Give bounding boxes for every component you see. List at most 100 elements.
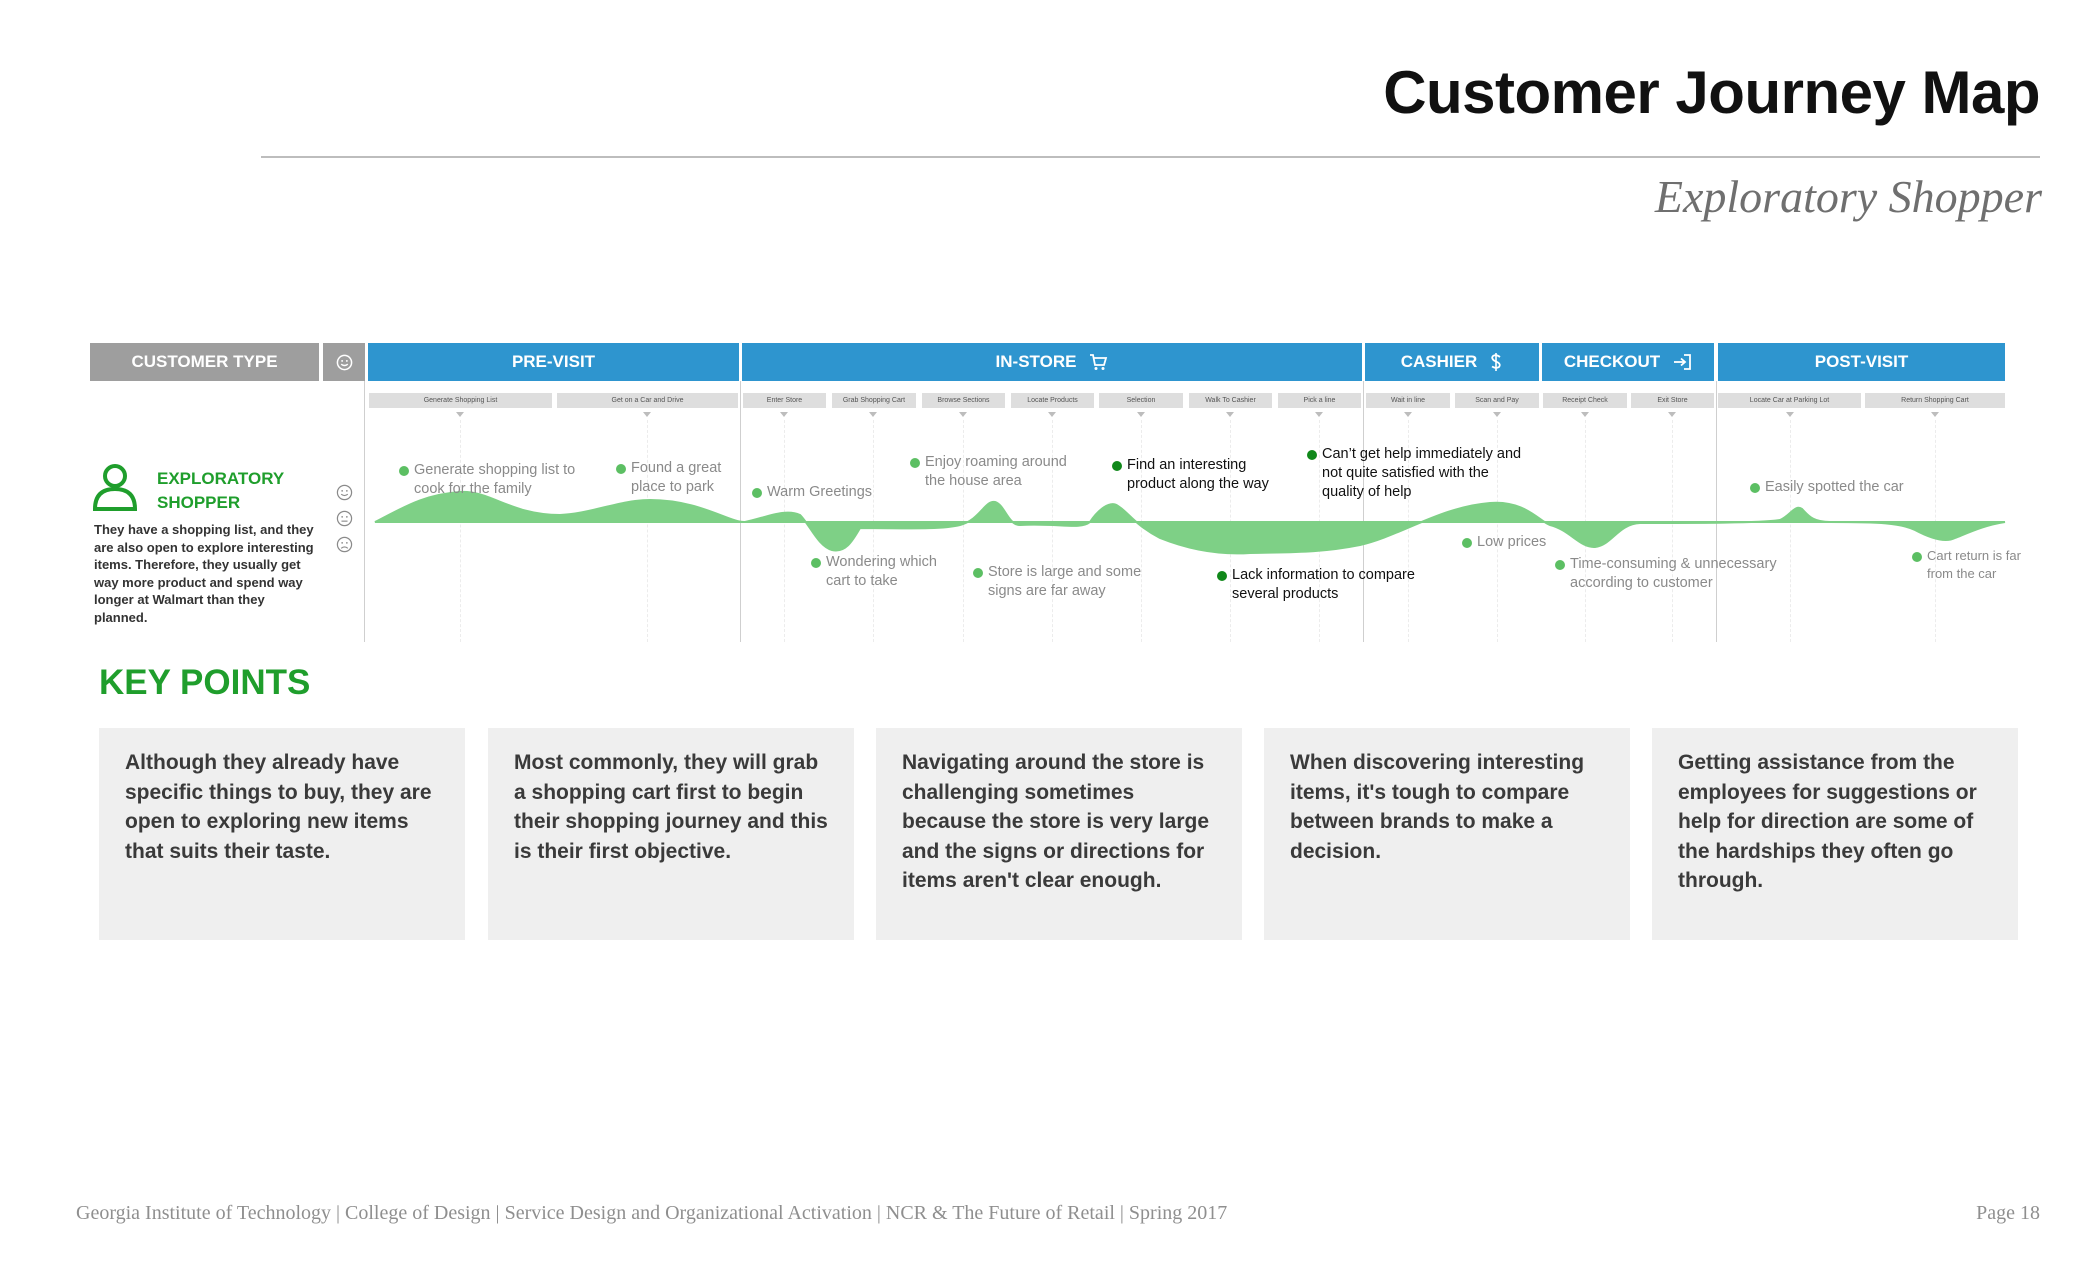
- exit-icon: [1674, 354, 1692, 370]
- page-number: Page 18: [1976, 1202, 2040, 1224]
- step-label: Grab Shopping Cart: [832, 393, 916, 408]
- header-checkout: CHECKOUT: [1542, 343, 1714, 381]
- key-points-title: KEY POINTS: [99, 663, 311, 702]
- step-arrow: [1931, 412, 1939, 417]
- note-text: Enjoy roaming around the house area: [925, 454, 1067, 489]
- step-arrow: [869, 412, 877, 417]
- header-pre-visit-label: PRE-VISIT: [511, 352, 596, 371]
- note-text: Store is large and some signs are far aw…: [988, 564, 1142, 599]
- step-label: Locate Car at Parking Lot: [1718, 393, 1861, 408]
- step-arrow: [456, 412, 464, 417]
- step-arrow: [1581, 412, 1589, 417]
- journey-note: Cart return is far from the car: [1912, 547, 2037, 583]
- key-point-card: Although they already have specific thin…: [99, 728, 465, 940]
- journey-note: Easily spotted the car: [1750, 478, 1965, 497]
- persona-name-line2: SHOPPER: [157, 493, 241, 512]
- header-post-visit: POST-VISIT: [1718, 343, 2005, 381]
- persona-description: They have a shopping list, and they are …: [94, 522, 314, 625]
- sad-face-icon: [336, 536, 353, 553]
- step-arrow: [1315, 412, 1323, 417]
- note-dot: [1750, 483, 1760, 493]
- key-point-card: Getting assistance from the employees fo…: [1652, 728, 2018, 940]
- step-label: Generate Shopping List: [369, 393, 552, 408]
- step-arrow: [959, 412, 967, 417]
- step-arrow: [1493, 412, 1501, 417]
- persona-name-line1: EXPLORATORY: [157, 469, 285, 488]
- note-text: Wondering which cart to take: [826, 554, 937, 589]
- step-label: Locate Products: [1011, 393, 1094, 408]
- journey-note: Enjoy roaming around the house area: [910, 453, 1080, 491]
- title-divider: [261, 156, 2040, 158]
- key-point-card: When discovering interesting items, it's…: [1264, 728, 1630, 940]
- journey-note: Found a great place to park: [616, 459, 749, 497]
- journey-note: Wondering which cart to take: [811, 553, 956, 591]
- step-label: Exit Store: [1631, 393, 1714, 408]
- guide-line: [460, 420, 461, 642]
- header-checkout-label: CHECKOUT: [1563, 352, 1661, 371]
- note-text: Cart return is far from the car: [1927, 548, 2021, 581]
- header-cashier-label: CASHIER: [1400, 352, 1478, 371]
- note-text: Lack information to compare several prod…: [1232, 567, 1415, 602]
- person-icon: [92, 464, 138, 511]
- step-label: Wait in line: [1366, 393, 1450, 408]
- note-text: Generate shopping list to cook for the f…: [414, 462, 576, 497]
- journey-note: Find an interesting product along the wa…: [1112, 456, 1292, 494]
- note-text: Easily spotted the car: [1765, 479, 1904, 495]
- step-label: Selection: [1099, 393, 1183, 408]
- guide-line: [1585, 420, 1586, 642]
- note-dot: [399, 466, 409, 476]
- header-in-store-label: IN-STORE: [995, 352, 1077, 371]
- note-dot: [1307, 450, 1317, 460]
- dollar-icon: [1491, 353, 1501, 371]
- key-point-card: Navigating around the store is challengi…: [876, 728, 1242, 940]
- page-subtitle: Exploratory Shopper: [1654, 171, 2042, 222]
- note-dot: [616, 464, 626, 474]
- step-arrow: [1048, 412, 1056, 417]
- note-dot: [973, 568, 983, 578]
- step-arrow: [780, 412, 788, 417]
- step-label: Browse Sections: [922, 393, 1005, 408]
- shopping-cart-icon: [1090, 354, 1108, 370]
- persona-name: EXPLORATORY SHOPPER: [157, 467, 317, 515]
- neutral-face-icon: [336, 510, 353, 527]
- step-arrow: [643, 412, 651, 417]
- happy-face-icon: [336, 484, 353, 501]
- step-label: Walk To Cashier: [1189, 393, 1272, 408]
- step-arrow: [1786, 412, 1794, 417]
- step-arrow: [1226, 412, 1234, 417]
- note-dot: [1217, 571, 1227, 581]
- step-label: Return Shopping Cart: [1865, 393, 2005, 408]
- note-dot: [910, 458, 920, 468]
- journey-note: Can’t get help immediately and not quite…: [1307, 445, 1527, 502]
- journey-note: Time-consuming & unnecessary according t…: [1555, 555, 1800, 593]
- guide-line: [1230, 420, 1231, 642]
- note-text: Find an interesting product along the wa…: [1127, 457, 1269, 492]
- key-point-card: Most commonly, they will grab a shopping…: [488, 728, 854, 940]
- step-arrow: [1137, 412, 1145, 417]
- journey-note: Warm Greetings: [752, 483, 907, 502]
- guide-line: [1319, 420, 1320, 642]
- guide-line: [784, 420, 785, 642]
- page-title: Customer Journey Map: [1383, 59, 2040, 126]
- step-label: Get on a Car and Drive: [557, 393, 738, 408]
- footer-text: Georgia Institute of Technology | Colleg…: [76, 1202, 1228, 1224]
- header-cashier: CASHIER: [1365, 343, 1539, 381]
- note-dot: [1555, 560, 1565, 570]
- section-divider: [364, 381, 365, 642]
- header-pre-visit: PRE-VISIT: [368, 343, 739, 381]
- note-dot: [752, 488, 762, 498]
- note-text: Low prices: [1477, 534, 1547, 550]
- journey-note: Generate shopping list to cook for the f…: [399, 461, 604, 499]
- note-dot: [1112, 461, 1122, 471]
- header-post-visit-label: POST-VISIT: [1814, 352, 1909, 371]
- guide-line: [873, 420, 874, 642]
- section-divider: [740, 381, 741, 642]
- note-dot: [811, 558, 821, 568]
- header-in-store: IN-STORE: [742, 343, 1362, 381]
- step-label: Receipt Check: [1543, 393, 1627, 408]
- step-label: Enter Store: [743, 393, 826, 408]
- guide-line: [1935, 420, 1936, 642]
- journey-note: Lack information to compare several prod…: [1217, 566, 1432, 604]
- smiley-icon: [336, 354, 352, 370]
- journey-note: Store is large and some signs are far aw…: [973, 563, 1163, 601]
